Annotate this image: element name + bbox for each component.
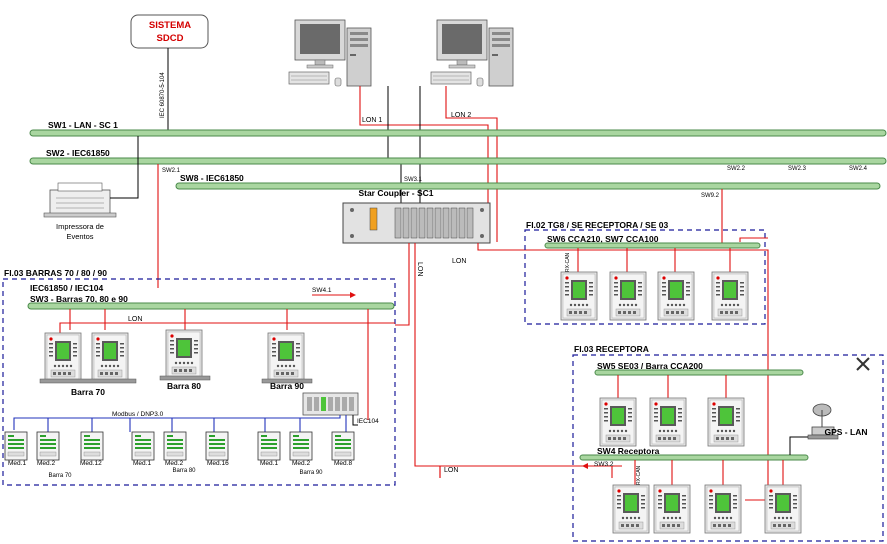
lon-a-label: LON xyxy=(416,262,423,276)
workstation-2-icon xyxy=(430,19,514,87)
receptora-panel-title: FI.03 RECEPTORA xyxy=(574,344,649,354)
barras-panel xyxy=(2,278,396,486)
relay-tg8-1 xyxy=(560,271,598,321)
sw6-label: SW6 CCA210, SW7 CCA100 xyxy=(547,234,659,244)
meter-group-80-label: Barra 80 xyxy=(172,468,196,474)
meter-b90-8 xyxy=(331,431,355,461)
lon-b-label: LON xyxy=(452,258,466,265)
meter-b70-2-label: Med.2 xyxy=(37,460,55,467)
relay-b90-1 xyxy=(267,332,305,382)
meter-b70-1 xyxy=(4,431,28,461)
sw23-label: SW2.3 xyxy=(788,166,807,172)
relay-sw4-2 xyxy=(653,484,691,534)
meter-b70-12 xyxy=(80,431,104,461)
star-coupler-label: Star Coupler - SC1 xyxy=(358,188,433,198)
meter-b90-2-label: Med.2 xyxy=(292,460,310,467)
sw8-label: SW8 - IEC61850 xyxy=(180,173,244,183)
meter-b70-2 xyxy=(36,431,60,461)
sw1-bus xyxy=(29,129,887,137)
sdcd-title: SISTEMA xyxy=(149,20,191,31)
meter-b90-2 xyxy=(289,431,313,461)
iec104-label: IEC104 xyxy=(357,418,379,425)
sdcd-link-label: IEC 60870-5-104 xyxy=(160,72,166,118)
meter-b80-16-label: Med.16 xyxy=(207,460,229,467)
sw31-label: SW3.1 xyxy=(404,177,423,183)
relay-sw5-1 xyxy=(599,397,637,447)
rx-b-label: RX-CAN xyxy=(636,465,642,485)
relay-b70-1 xyxy=(44,332,82,382)
lon1-label: LON 1 xyxy=(362,117,382,124)
sw8-bus xyxy=(175,182,881,190)
printer-label-2: Eventos xyxy=(66,232,93,241)
printer-label-1: Impressora de xyxy=(56,222,104,231)
receptora-panel xyxy=(572,354,884,542)
tg8-panel-title: FI.02 TG8 / SE RECEPTORA / SE 03 xyxy=(526,220,668,230)
relay-tg8-2 xyxy=(609,271,647,321)
meter-b90-8-label: Med.8 xyxy=(334,460,352,467)
sw3-bus xyxy=(27,302,395,310)
sw4-label: SW4 Receptora xyxy=(597,446,660,456)
sw2-label: SW2 - IEC61850 xyxy=(46,148,110,158)
relay-sw4-4 xyxy=(764,484,802,534)
meter-b80-2-label: Med.2 xyxy=(165,460,183,467)
sdcd-subtitle: SDCD xyxy=(157,33,184,44)
relay-sw5-3 xyxy=(707,397,745,447)
bay-70-label: Barra 70 xyxy=(71,387,105,397)
relay-sw4-1 xyxy=(612,484,650,534)
gps-label: GPS - LAN xyxy=(825,427,868,437)
meter-b90-1-label: Med.1 xyxy=(260,460,278,467)
meter-group-70-label: Barra 70 xyxy=(48,473,72,479)
star-coupler-icon xyxy=(342,202,491,244)
relay-tg8-4 xyxy=(711,271,749,321)
sw32-label: SW3.2 xyxy=(594,461,614,468)
relay-b70-2 xyxy=(91,332,129,382)
sw92-label: SW9.2 xyxy=(701,193,720,199)
relay-b80-1 xyxy=(165,329,203,379)
meter-group-90-label: Barra 90 xyxy=(299,470,323,476)
bay-80-label: Barra 80 xyxy=(167,381,201,391)
gps-antenna-icon xyxy=(807,403,839,440)
meter-b70-12-label: Med.12 xyxy=(80,460,102,467)
sw21-label: SW2.1 xyxy=(162,168,181,174)
relay-sw5-2 xyxy=(649,397,687,447)
sw5-bus xyxy=(594,369,804,376)
sw22-label: SW2.2 xyxy=(727,166,746,172)
tools-icon xyxy=(856,357,870,371)
meter-b80-1-label: Med.1 xyxy=(133,460,151,467)
lon-d-label: LON xyxy=(444,467,458,474)
sw4-bus xyxy=(579,454,809,461)
meter-b80-2 xyxy=(163,431,187,461)
sw3-label-a: IEC61850 / IEC104 xyxy=(30,283,104,293)
sw5-label: SW5 SE03 / Barra CCA200 xyxy=(597,361,703,371)
printer-icon xyxy=(43,182,117,218)
lon-c-label: LON xyxy=(128,316,142,323)
barras-panel-title: FI.03 BARRAS 70 / 80 / 90 xyxy=(4,268,107,278)
bay-90-label: Barra 90 xyxy=(270,381,304,391)
meter-b80-1 xyxy=(131,431,155,461)
lon2-label: LON 2 xyxy=(451,112,471,119)
meter-b80-16 xyxy=(205,431,229,461)
rtu-gateway-icon xyxy=(302,392,359,416)
relay-sw4-3 xyxy=(704,484,742,534)
sw1-label: SW1 - LAN - SC 1 xyxy=(48,120,118,130)
sdcd-box xyxy=(130,14,209,49)
sw41-label: SW4.1 xyxy=(312,287,332,294)
workstation-1-icon xyxy=(288,19,372,87)
sw6-bus xyxy=(544,242,761,249)
tg8-panel xyxy=(524,229,766,325)
meter-b70-1-label: Med.1 xyxy=(8,460,26,467)
modbus-label: Modbus / DNP3.0 xyxy=(112,411,164,418)
meter-b90-1 xyxy=(257,431,281,461)
rx-a-label: RX-CAN xyxy=(565,252,571,272)
sw3-label-b: SW3 - Barras 70, 80 e 90 xyxy=(30,294,128,304)
relay-tg8-3 xyxy=(657,271,695,321)
sw2-bus xyxy=(29,157,887,165)
sw24-label: SW2.4 xyxy=(849,166,868,172)
